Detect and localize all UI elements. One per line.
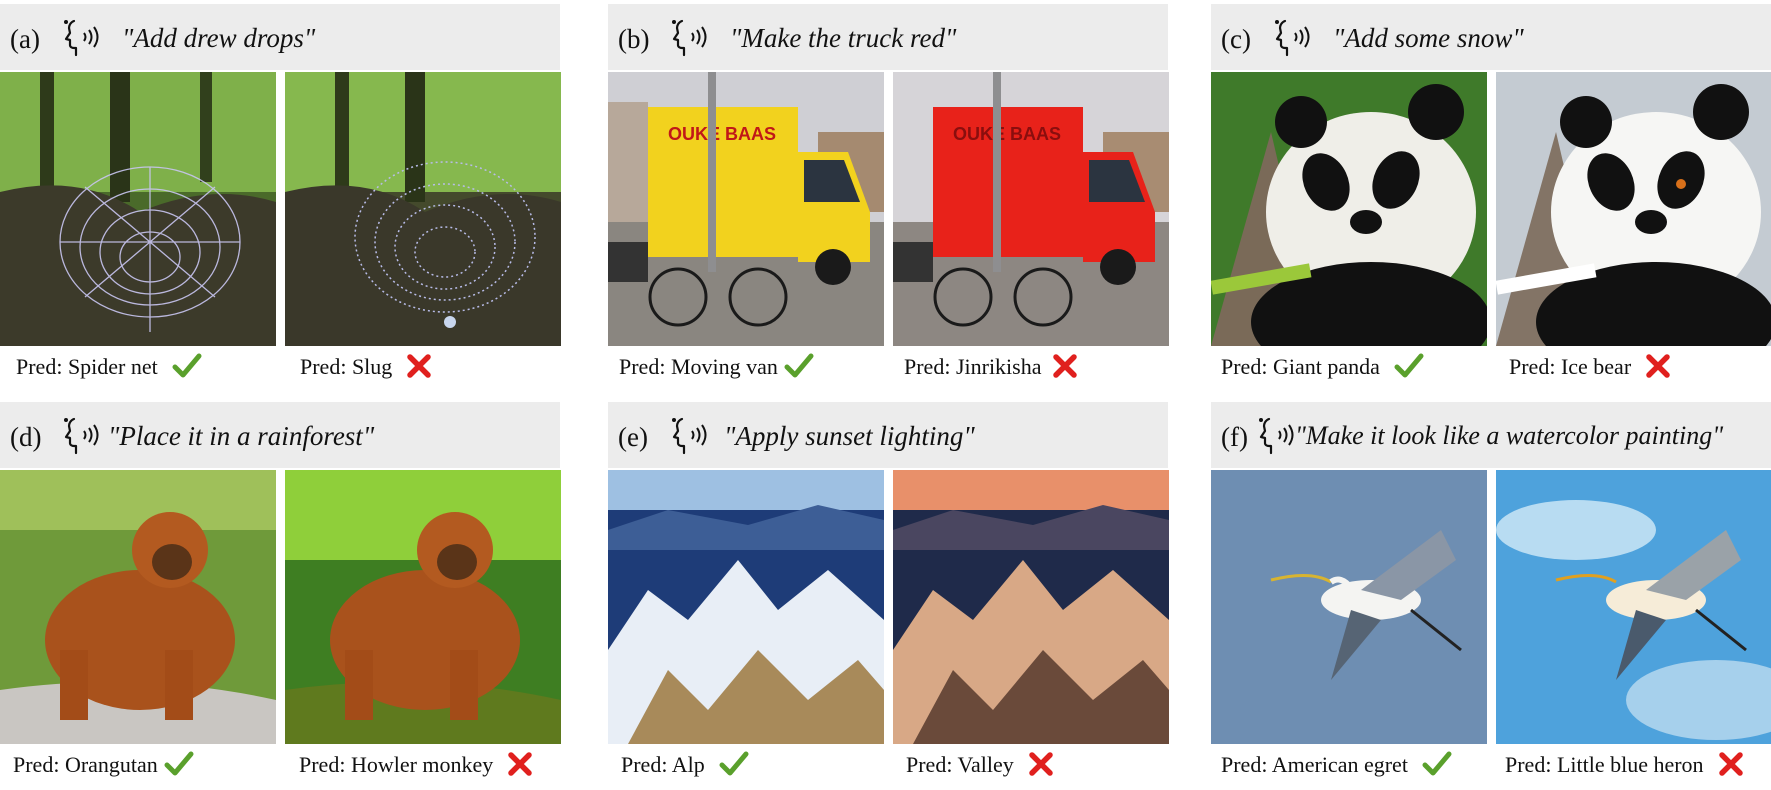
edited-image	[893, 470, 1169, 744]
original-image	[1211, 470, 1487, 744]
panel-f: (f) "Make it look like a watercolor pain…	[1211, 398, 1771, 790]
original-prediction: Pred: Moving van	[619, 353, 814, 380]
prediction-label: Pred: Howler monkey	[299, 752, 494, 777]
original-prediction: Pred: Alp	[621, 751, 749, 778]
prediction-label: Pred: Little blue heron	[1505, 752, 1704, 777]
cross-icon	[1052, 353, 1078, 379]
cross-icon	[507, 751, 533, 777]
edit-prompt: "Place it in a rainforest"	[108, 421, 375, 451]
original-image	[608, 470, 884, 744]
original-image	[1211, 72, 1487, 346]
original-image	[0, 72, 276, 346]
original-prediction: Pred: Spider net	[16, 353, 202, 380]
panel-tag: (c)	[1221, 24, 1251, 54]
check-icon	[172, 353, 202, 379]
edit-prompt: "Add some snow"	[1333, 23, 1524, 53]
cross-icon	[1718, 751, 1744, 777]
panel-a: (a) "Add drew drops"	[0, 0, 561, 392]
panel-header: (b) "Make the truck red"	[608, 4, 1168, 70]
edited-prediction: Pred: Valley	[906, 751, 1054, 778]
panel-e: (e) "Apply sunset lighting" Pred: Alp Pr…	[608, 398, 1169, 790]
original-prediction: Pred: Giant panda	[1221, 353, 1424, 380]
prediction-label: Pred: Alp	[621, 752, 705, 777]
edited-image	[1496, 470, 1771, 744]
original-prediction: Pred: Orangutan	[13, 751, 194, 778]
panel-tag: (b)	[618, 24, 650, 54]
panel-c: (c) "Add some snow"	[1211, 0, 1771, 392]
panel-header: (f) "Make it look like a watercolor pain…	[1211, 402, 1771, 468]
truck-lettering: OUKE BAAS	[953, 124, 1061, 144]
edited-image	[1496, 72, 1771, 346]
edited-prediction: Pred: Slug	[300, 353, 432, 380]
panel-tag: (f)	[1221, 422, 1248, 452]
cross-icon	[1028, 751, 1054, 777]
prediction-label: Pred: Ice bear	[1509, 354, 1632, 379]
prediction-label: Pred: Slug	[300, 354, 393, 379]
edit-prompt: "Make it look like a watercolor painting…	[1295, 421, 1724, 450]
prediction-label: Pred: Giant panda	[1221, 354, 1380, 379]
check-icon	[784, 353, 814, 379]
prediction-label: Pred: Orangutan	[13, 752, 158, 777]
panel-header: (e) "Apply sunset lighting"	[608, 402, 1168, 468]
panel-header: (c) "Add some snow"	[1211, 4, 1771, 70]
prediction-label: Pred: American egret	[1221, 752, 1408, 777]
panel-b: (b) "Make the truck red" OUKE BAAS	[608, 0, 1169, 392]
edited-prediction: Pred: Little blue heron	[1505, 751, 1744, 778]
panel-d: (d) "Place it in a rainforest" Pred: Ora…	[0, 398, 561, 790]
panel-tag: (d)	[10, 422, 42, 452]
prediction-label: Pred: Jinrikisha	[904, 354, 1042, 379]
cross-icon	[406, 353, 432, 379]
check-icon	[164, 751, 194, 777]
speaking-head-icon	[60, 18, 104, 58]
original-prediction: Pred: American egret	[1221, 751, 1452, 778]
cross-icon	[1645, 353, 1671, 379]
speaking-head-icon	[1255, 416, 1299, 456]
speaking-head-icon	[60, 416, 104, 456]
edited-image	[285, 470, 561, 744]
check-icon	[719, 751, 749, 777]
edited-prediction: Pred: Jinrikisha	[904, 353, 1078, 380]
prediction-label: Pred: Valley	[906, 752, 1014, 777]
truck-lettering: OUKE BAAS	[668, 124, 776, 144]
edited-prediction: Pred: Ice bear	[1509, 353, 1671, 380]
original-image	[0, 470, 276, 744]
edited-image: OUKE BAAS	[893, 72, 1169, 346]
edit-prompt: "Make the truck red"	[730, 23, 957, 53]
panel-header: (a) "Add drew drops"	[0, 4, 560, 70]
prediction-label: Pred: Moving van	[619, 354, 778, 379]
speaking-head-icon	[668, 18, 712, 58]
edited-image	[285, 72, 561, 346]
panel-tag: (a)	[10, 24, 40, 54]
speaking-head-icon	[668, 416, 712, 456]
original-image: OUKE BAAS	[608, 72, 884, 346]
edit-prompt: "Apply sunset lighting"	[724, 421, 975, 451]
edit-prompt: "Add drew drops"	[122, 23, 316, 53]
edited-prediction: Pred: Howler monkey	[299, 751, 533, 778]
check-icon	[1394, 353, 1424, 379]
speaking-head-icon	[1271, 18, 1315, 58]
prediction-label: Pred: Spider net	[16, 354, 158, 379]
panel-tag: (e)	[618, 422, 648, 452]
check-icon	[1422, 751, 1452, 777]
panel-header: (d) "Place it in a rainforest"	[0, 402, 560, 468]
